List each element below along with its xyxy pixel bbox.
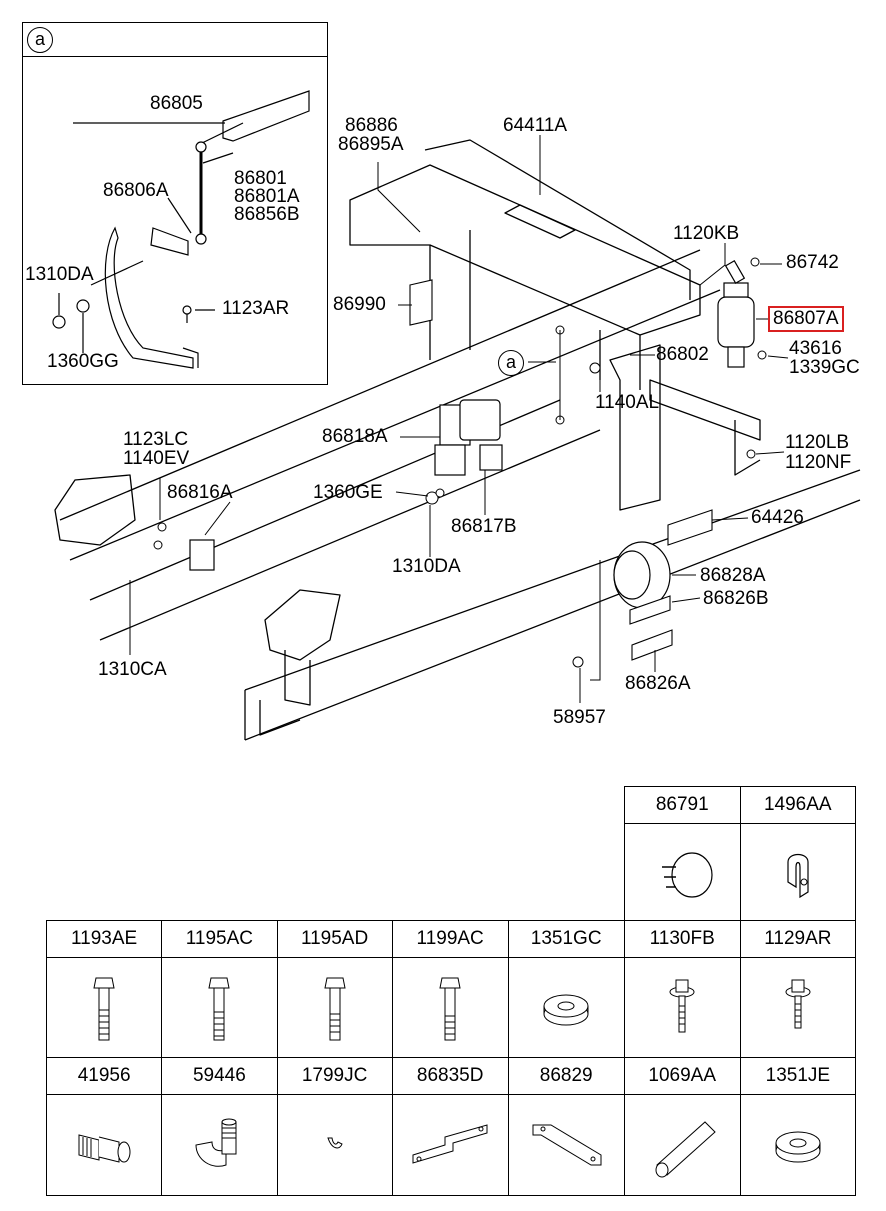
inset-label-1360gg: 1360GG bbox=[47, 351, 119, 372]
inset-marker: a bbox=[27, 27, 53, 53]
fitting-icon bbox=[78, 1134, 131, 1163]
flange-bolt-icon bbox=[785, 979, 811, 1029]
part-header-86829: 86829 bbox=[507, 1057, 625, 1095]
parts-header-row-1: 1193AE 1195AC 1195AD 1199AC 1351GC 1130F… bbox=[45, 920, 857, 958]
inset-panel-a: a 86805 86801 86801A 86856B 86806A 1 bbox=[22, 22, 328, 385]
part-image-41956 bbox=[45, 1094, 163, 1196]
bolt-icon bbox=[323, 977, 346, 1041]
label-1140ev: 1140EV bbox=[123, 448, 190, 469]
part-image-59446 bbox=[161, 1094, 278, 1196]
part-header-1195ad: 1195AD bbox=[276, 920, 393, 958]
part-header-1129ar: 1129AR bbox=[739, 920, 857, 958]
label-86828a: 86828A bbox=[700, 565, 766, 586]
part-image-1195ad bbox=[276, 957, 393, 1058]
label-86817b: 86817B bbox=[451, 516, 517, 537]
label-86816a: 86816A bbox=[167, 482, 233, 503]
part-header-1496aa: 1496AA bbox=[739, 786, 856, 824]
part-image-1195ac bbox=[161, 957, 278, 1058]
part-image-1496aa bbox=[739, 823, 856, 921]
parts-table: 1193AE 1195AC 1195AD 1199AC 1351GC 1130F… bbox=[45, 920, 857, 1196]
part-image-86835d bbox=[391, 1094, 509, 1196]
label-1310da: 1310DA bbox=[392, 556, 461, 577]
label-86807a-highlighted: 86807A bbox=[768, 306, 844, 332]
inset-label-86806a: 86806A bbox=[103, 180, 169, 201]
crossmember bbox=[349, 164, 701, 336]
part-header-1799jc: 1799JC bbox=[276, 1057, 393, 1095]
part-image-1199ac bbox=[391, 957, 509, 1058]
label-1310ca: 1310CA bbox=[98, 659, 167, 680]
parts-table-top: 86791 1496AA bbox=[624, 786, 856, 921]
label-64426: 64426 bbox=[751, 507, 804, 528]
label-1360ge: 1360GE bbox=[313, 482, 383, 503]
part-header-1130fb: 1130FB bbox=[623, 920, 741, 958]
bracket-icon bbox=[412, 1124, 488, 1164]
label-86802: 86802 bbox=[656, 344, 709, 365]
part-image-1129ar bbox=[739, 957, 857, 1058]
inset-label-86805: 86805 bbox=[150, 93, 203, 114]
label-86990: 86990 bbox=[333, 294, 386, 315]
washer-icon bbox=[543, 994, 589, 1025]
parts-image-row-1 bbox=[45, 957, 857, 1058]
part-header-1195ac: 1195AC bbox=[161, 920, 278, 958]
flange-bolt-icon bbox=[669, 979, 695, 1033]
part-header-1069aa: 1069AA bbox=[623, 1057, 741, 1095]
part-image-1069aa bbox=[623, 1094, 741, 1196]
label-1120lb: 1120LB bbox=[785, 432, 850, 453]
inset-label-86856b: 86856B bbox=[234, 204, 300, 225]
part-header-1351gc: 1351GC bbox=[507, 920, 625, 958]
part-image-1193ae bbox=[45, 957, 163, 1058]
frame-rail-line bbox=[59, 249, 701, 521]
bolt-icon bbox=[208, 977, 230, 1041]
washer-icon bbox=[775, 1131, 821, 1163]
part-header-41956: 41956 bbox=[45, 1057, 163, 1095]
bolt-icon bbox=[439, 977, 461, 1041]
label-86826b: 86826B bbox=[703, 588, 769, 609]
small-clip-icon bbox=[326, 1137, 343, 1149]
part-header-1351je: 1351JE bbox=[739, 1057, 857, 1095]
part-image-1130fb bbox=[623, 957, 741, 1058]
bolt-icon bbox=[93, 977, 115, 1041]
part-image-1799jc bbox=[276, 1094, 393, 1196]
part-header-86835d: 86835D bbox=[391, 1057, 509, 1095]
inset-label-86801: 86801 bbox=[234, 168, 287, 189]
part-header-86791: 86791 bbox=[624, 786, 741, 824]
inset-label-1310da: 1310DA bbox=[25, 264, 94, 285]
hose-icon bbox=[655, 1121, 716, 1178]
label-58957: 58957 bbox=[553, 707, 606, 728]
label-1120nf: 1120NF bbox=[785, 452, 852, 473]
inset-label-86801a: 86801A bbox=[234, 186, 300, 207]
inset-header: a bbox=[23, 23, 327, 57]
parts-diagram bbox=[54, 135, 861, 741]
parts-header-row-2: 41956 59446 1799JC 86835D 86829 1069AA 1… bbox=[45, 1057, 857, 1095]
air-spring-body bbox=[717, 296, 755, 348]
label-86895a: 86895A bbox=[338, 134, 404, 155]
parts-image-row-2 bbox=[45, 1094, 857, 1196]
part-image-86791 bbox=[624, 823, 741, 921]
clip-icon bbox=[787, 853, 809, 899]
elbow-fitting-icon bbox=[195, 1118, 237, 1167]
label-86826a: 86826A bbox=[625, 673, 691, 694]
label-86742: 86742 bbox=[786, 252, 839, 273]
part-image-1351gc bbox=[507, 957, 625, 1058]
part-header-1199ac: 1199AC bbox=[391, 920, 509, 958]
inset-label-1123ar: 1123AR bbox=[222, 298, 290, 319]
part-image-86829 bbox=[507, 1094, 625, 1196]
bracket-plate-icon bbox=[532, 1124, 602, 1166]
label-1123lc: 1123LC bbox=[123, 429, 189, 450]
label-64411a: 64411A bbox=[503, 115, 568, 136]
label-1339gc: 1339GC bbox=[789, 357, 860, 378]
frame-rail-line bbox=[69, 289, 721, 561]
callout-a-marker: a bbox=[498, 350, 524, 376]
part-image-1351je bbox=[739, 1094, 857, 1196]
plug-icon bbox=[662, 852, 713, 898]
label-86886: 86886 bbox=[345, 115, 398, 136]
inset-drawing bbox=[52, 90, 310, 369]
part-header-1193ae: 1193AE bbox=[45, 920, 163, 958]
part-header-59446: 59446 bbox=[161, 1057, 278, 1095]
label-43616: 43616 bbox=[789, 338, 842, 359]
label-86818a: 86818A bbox=[322, 426, 388, 447]
label-1140al: 1140AL bbox=[595, 392, 660, 413]
label-1120kb: 1120KB bbox=[673, 223, 740, 244]
